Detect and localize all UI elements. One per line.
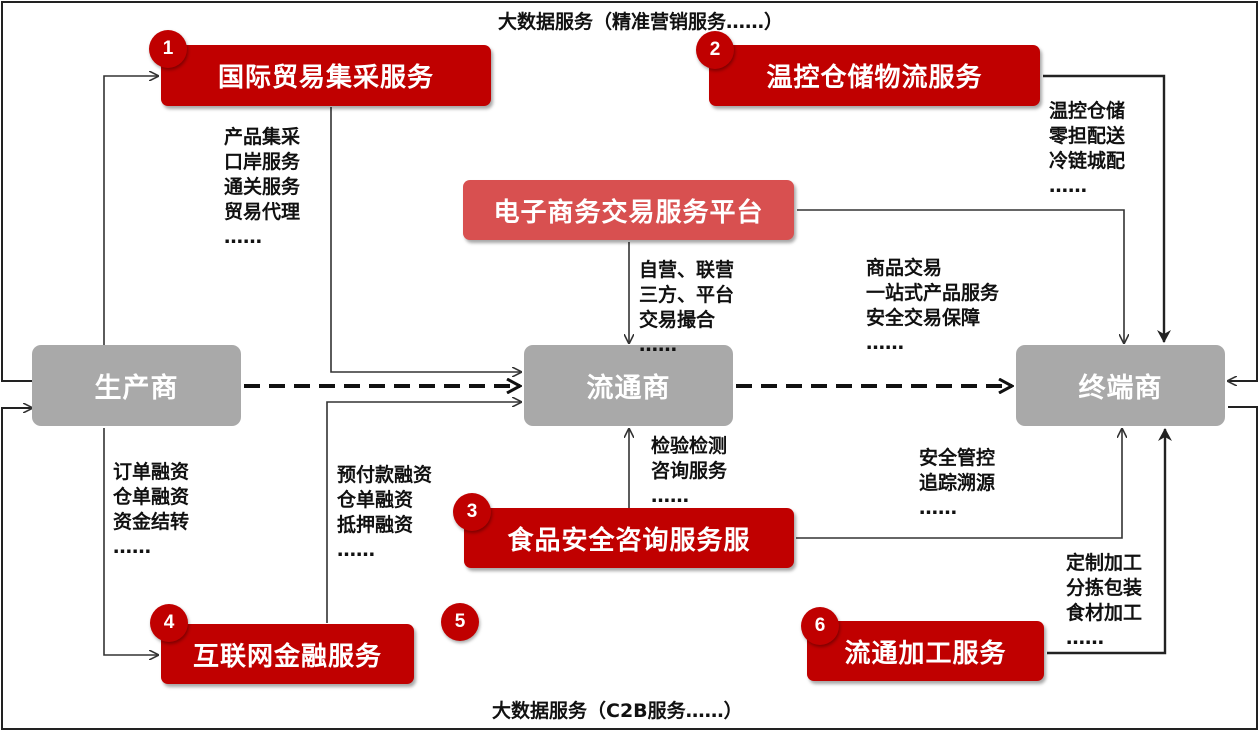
note-line: 安全管控 bbox=[919, 447, 996, 469]
service-ecommerce-platform[interactable]: 电子商务交易服务平台 bbox=[463, 180, 794, 240]
note-line: 通关服务 bbox=[224, 176, 301, 198]
outer-top-loop bbox=[1, 1, 1258, 381]
notes-finance-mid: 预付款融资 仓单融资 抵押融资 …… bbox=[337, 463, 432, 563]
note-line: 订单融资 bbox=[113, 461, 190, 483]
link-s3-terminal bbox=[796, 429, 1122, 539]
note-line: 安全交易保障 bbox=[866, 307, 981, 329]
note-line: …… bbox=[1066, 627, 1104, 649]
badge-3: 3 bbox=[453, 493, 491, 531]
note-line: 零担配送 bbox=[1049, 125, 1126, 147]
service-internet-finance[interactable]: 互联网金融服务 bbox=[161, 624, 414, 684]
notes-ecom-right: 商品交易 一站式产品服务 安全交易保障 …… bbox=[866, 256, 999, 356]
note-line: …… bbox=[866, 332, 904, 354]
badge-5: 5 bbox=[441, 603, 479, 641]
badge-1: 1 bbox=[149, 30, 187, 68]
link-s1-distributor bbox=[330, 107, 521, 372]
note-line: 一站式产品服务 bbox=[866, 282, 1000, 304]
note-line: 追踪溯源 bbox=[919, 472, 996, 494]
badge-4: 4 bbox=[150, 604, 188, 642]
service-food-safety[interactable]: 食品安全咨询服务服 bbox=[464, 508, 794, 568]
badge-2: 2 bbox=[696, 31, 734, 69]
node-distributor[interactable]: 流通商 bbox=[524, 345, 733, 426]
service-cold-logistics[interactable]: 温控仓储物流服务 bbox=[709, 45, 1040, 106]
link-s4-distributor bbox=[326, 402, 521, 623]
note-line: …… bbox=[224, 226, 262, 248]
note-line: 分拣包装 bbox=[1066, 577, 1143, 599]
note-line: …… bbox=[1049, 175, 1087, 197]
note-line: 交易撮合 bbox=[639, 309, 716, 331]
service-processing[interactable]: 流通加工服务 bbox=[807, 621, 1044, 681]
link-ecom-terminal bbox=[797, 209, 1124, 343]
top-caption: 大数据服务（精准营销服务……） bbox=[492, 9, 790, 35]
notes-inspection: 检验检测 咨询服务 …… bbox=[651, 434, 727, 509]
outer-bottom-loop bbox=[1, 407, 1258, 730]
note-line: …… bbox=[919, 497, 957, 519]
note-line: …… bbox=[337, 539, 375, 561]
notes-ecom-center: 自营、联营 三方、平台 交易撮合 …… bbox=[639, 258, 734, 358]
note-line: 咨询服务 bbox=[651, 460, 728, 482]
notes-logistics: 温控仓储 零担配送 冷链城配 …… bbox=[1049, 99, 1125, 199]
notes-safety: 安全管控 追踪溯源 …… bbox=[919, 446, 995, 521]
note-line: …… bbox=[651, 485, 689, 507]
node-terminal[interactable]: 终端商 bbox=[1016, 345, 1225, 426]
link-s6-terminal bbox=[1047, 428, 1172, 655]
note-line: 定制加工 bbox=[1066, 552, 1143, 574]
link-producer-s1 bbox=[103, 76, 158, 345]
service-international-trade[interactable]: 国际贸易集采服务 bbox=[161, 45, 491, 106]
note-line: 仓单融资 bbox=[113, 486, 190, 508]
notes-processing: 定制加工 分拣包装 食材加工 …… bbox=[1066, 551, 1142, 651]
note-line: 口岸服务 bbox=[224, 151, 301, 173]
link-producer-s4 bbox=[103, 428, 158, 655]
note-line: 资金结转 bbox=[113, 511, 190, 533]
notes-trade: 产品集采 口岸服务 通关服务 贸易代理 …… bbox=[224, 125, 300, 250]
bottom-caption: 大数据服务（C2B服务……） bbox=[486, 698, 749, 724]
node-producer[interactable]: 生产商 bbox=[32, 345, 241, 426]
note-line: 自营、联营 bbox=[639, 259, 735, 281]
note-line: 检验检测 bbox=[651, 435, 728, 457]
note-line: 冷链城配 bbox=[1049, 150, 1126, 172]
note-line: 三方、平台 bbox=[639, 284, 735, 306]
note-line: 仓单融资 bbox=[337, 489, 414, 511]
note-line: 产品集采 bbox=[224, 126, 301, 148]
note-line: 贸易代理 bbox=[224, 201, 301, 223]
note-line: 食材加工 bbox=[1066, 602, 1143, 624]
note-line: …… bbox=[113, 536, 151, 558]
note-line: 温控仓储 bbox=[1049, 100, 1126, 122]
note-line: …… bbox=[639, 334, 677, 356]
note-line: 商品交易 bbox=[866, 257, 943, 279]
link-s2-terminal bbox=[1043, 74, 1171, 343]
note-line: 预付款融资 bbox=[337, 464, 433, 486]
notes-finance-left: 订单融资 仓单融资 资金结转 …… bbox=[113, 460, 189, 560]
badge-6: 6 bbox=[801, 607, 839, 645]
note-line: 抵押融资 bbox=[337, 514, 414, 536]
